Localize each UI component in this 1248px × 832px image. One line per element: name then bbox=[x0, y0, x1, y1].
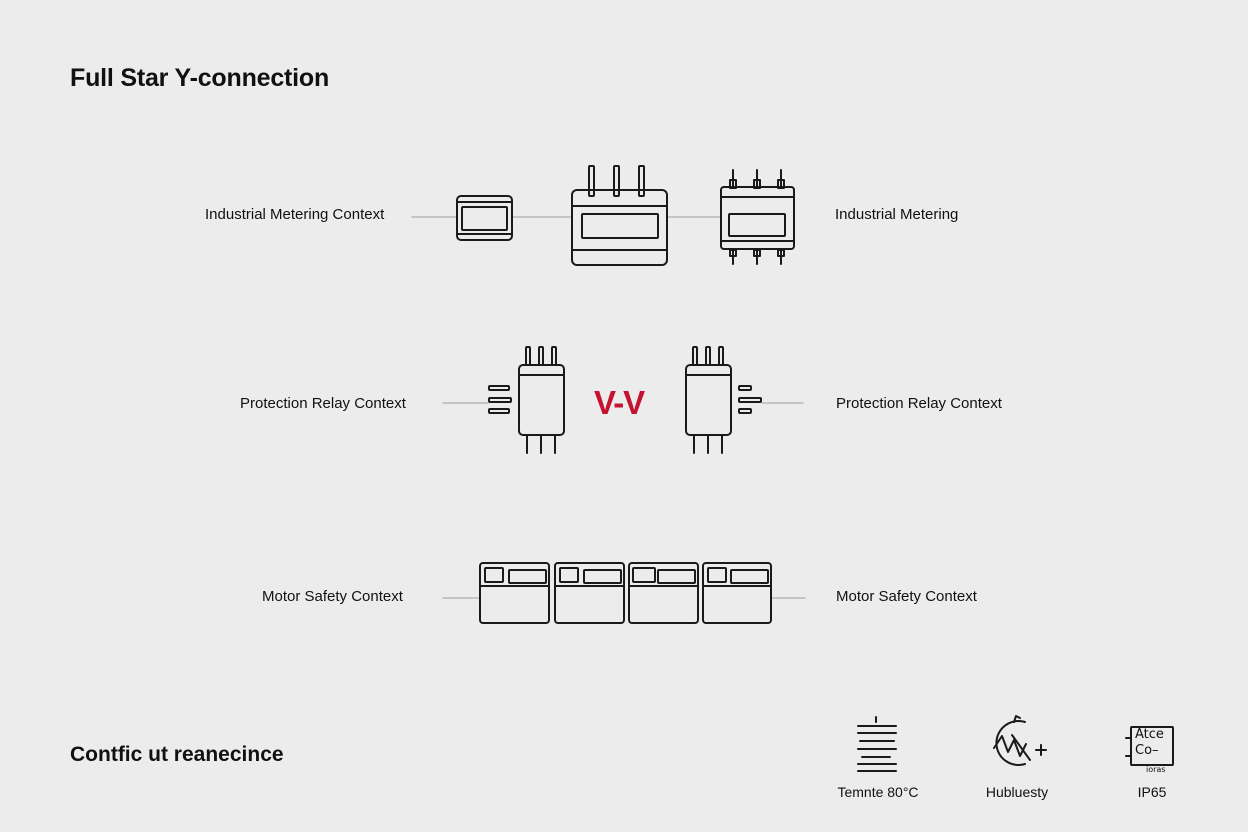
diagram-title: Full Star Y-connection bbox=[70, 64, 330, 92]
humidity-spec-label: Hubluesty bbox=[985, 784, 1049, 800]
relay-right-label: Protection Relay Context bbox=[836, 395, 1002, 412]
left-relay-transformer bbox=[488, 346, 565, 454]
temperature-spec-label: Temnte 80°C bbox=[837, 784, 919, 800]
footer-title: Contfic ut reanecince bbox=[70, 743, 284, 766]
small-metering-transformer bbox=[456, 195, 513, 241]
metering-left-label: Industrial Metering Context bbox=[205, 206, 385, 223]
thermometer-icon bbox=[857, 716, 897, 772]
ip-rating-spec-label: IP65 bbox=[1137, 784, 1167, 800]
motor-module-4 bbox=[702, 562, 772, 624]
motor-left-label: Motor Safety Context bbox=[262, 588, 403, 605]
motor-module-1 bbox=[479, 562, 550, 624]
ip-icon-text-bottom: ioras bbox=[1146, 765, 1166, 774]
motor-right-label: Motor Safety Context bbox=[836, 588, 977, 605]
ip-rating-icon bbox=[1125, 726, 1174, 766]
motor-module-3 bbox=[628, 562, 699, 624]
ip-icon-text-top: Atce bbox=[1135, 727, 1164, 742]
terminal-metering-transformer bbox=[720, 169, 795, 265]
right-relay-transformer bbox=[685, 346, 762, 454]
motor-module-2 bbox=[554, 562, 625, 624]
metering-right-label: Industrial Metering bbox=[835, 206, 959, 223]
large-metering-transformer bbox=[571, 165, 668, 266]
vv-connection-label: V-V bbox=[594, 384, 645, 421]
ip-icon-text-middle: Co– bbox=[1135, 743, 1159, 758]
relay-left-label: Protection Relay Context bbox=[240, 395, 406, 412]
humidity-gauge-icon bbox=[993, 715, 1047, 766]
